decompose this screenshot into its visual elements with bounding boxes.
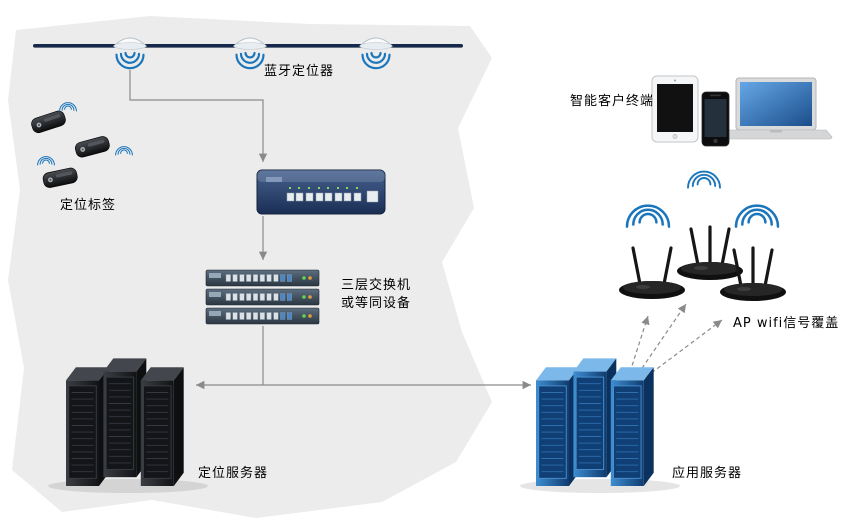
wifi-access-point-icon [617, 225, 788, 303]
ethernet-switch-icon [256, 169, 386, 215]
laptop-icon [719, 77, 833, 140]
connector-lines [129, 70, 531, 390]
positioning-server-icon [65, 357, 185, 487]
smartphone-icon [701, 91, 730, 147]
application-server-icon [535, 357, 655, 487]
layer3-switch-stack-icon [205, 269, 320, 325]
dashed-uplink-arrows [629, 303, 723, 378]
tablet-icon [651, 75, 699, 143]
